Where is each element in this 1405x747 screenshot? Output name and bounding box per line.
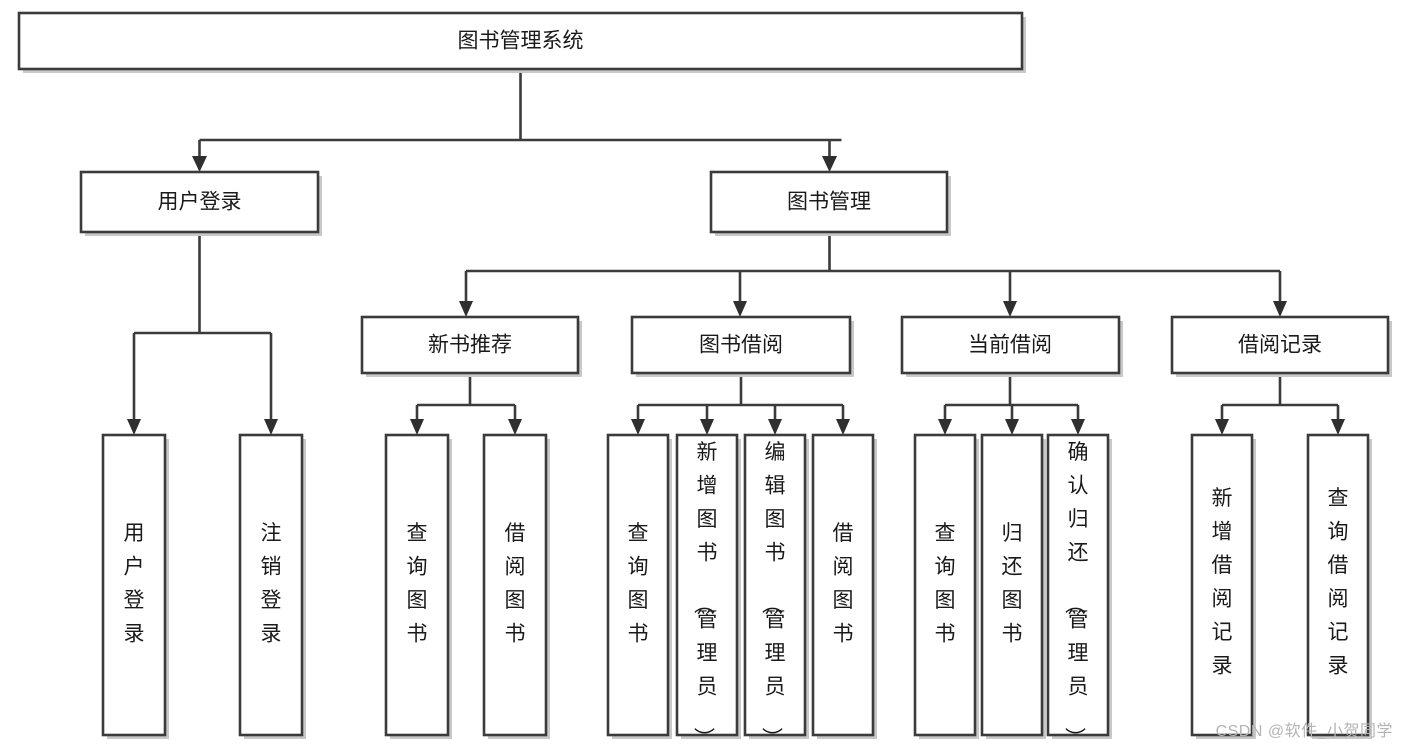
node-leaf-edit-book[interactable]: 编辑图书（管理员） [743, 433, 809, 747]
user-login-label: 用户登录 [158, 191, 242, 214]
leaf-add-book-label: 新增图书（管理员） [692, 441, 718, 747]
node-borrow-record[interactable]: 借阅记录 [1170, 315, 1392, 377]
node-leaf-user-logout[interactable]: 注销登录 [238, 433, 306, 739]
node-current-borrow[interactable]: 当前借阅 [900, 315, 1123, 377]
leaf-user-logout-label: 注销登录 [261, 522, 282, 646]
book-borrow-box [630, 315, 852, 375]
leaf-return-book-label: 归还图书 [1002, 522, 1023, 646]
root-box [17, 11, 1024, 71]
arrow-borrowrecord-to-leaf1 [1215, 419, 1229, 435]
node-leaf-add-book[interactable]: 新增图书（管理员） [675, 433, 741, 747]
leaf-confirm-return-label: 确认归还（管理员） [1063, 441, 1089, 747]
borrow-record-box [1170, 315, 1390, 375]
arrow-bookborrow-to-leaf3 [768, 419, 782, 435]
book-manage-label: 图书管理 [787, 191, 871, 214]
leaf-user-login-label: 用户登录 [124, 522, 145, 646]
current-borrow-box [900, 315, 1121, 375]
arrow-currentborrow-to-leaf3 [1071, 419, 1085, 435]
leaf-user-logout-box [238, 433, 304, 737]
arrow-userlogin-to-leaf1 [127, 419, 141, 435]
arrow-bookmanage-to-l3-2 [733, 301, 747, 317]
node-leaf-borrow-book-2[interactable]: 借阅图书 [811, 433, 877, 739]
user-login-box [79, 170, 320, 234]
leaf-add-book-box [675, 433, 739, 737]
leaf-borrow-book-1-box [482, 433, 548, 737]
leaf-add-record-label: 新增借阅记录 [1212, 487, 1233, 678]
arrow-root-to-book-manage [822, 156, 837, 172]
leaf-query-book-1-box [384, 433, 450, 737]
leaf-user-login-box [101, 433, 167, 737]
node-leaf-query-book-3[interactable]: 查询图书 [913, 433, 979, 739]
arrow-borrowrecord-to-leaf2 [1331, 419, 1345, 435]
leaf-borrow-book-2-label: 借阅图书 [833, 522, 854, 646]
arrow-newbook-to-leaf1 [410, 419, 424, 435]
arrow-userlogin-to-leaf2 [264, 419, 278, 435]
new-book-rec-label: 新书推荐 [428, 334, 512, 357]
node-root[interactable]: 图书管理系统 [17, 11, 1026, 73]
csdn-watermark: CSDN @软件_小贺同学 [1215, 723, 1393, 740]
arrow-bookmanage-to-l3-1 [459, 301, 473, 317]
leaf-add-record-box [1190, 433, 1254, 737]
new-book-rec-box [360, 315, 580, 375]
arrow-bookborrow-to-leaf4 [836, 419, 850, 435]
node-book-manage[interactable]: 图书管理 [709, 170, 951, 236]
node-leaf-borrow-book-1[interactable]: 借阅图书 [482, 433, 550, 739]
node-leaf-query-book-1[interactable]: 查询图书 [384, 433, 452, 739]
arrow-currentborrow-to-leaf1 [938, 419, 952, 435]
arrow-bookmanage-to-l3-3 [1003, 301, 1017, 317]
node-leaf-query-record[interactable]: 查询借阅记录 [1306, 433, 1372, 739]
book-manage-box [709, 170, 949, 234]
leaf-borrow-book-1-label: 借阅图书 [505, 522, 526, 646]
leaf-query-book-1-label: 查询图书 [407, 522, 428, 646]
leaf-edit-book-label: 编辑图书（管理员） [760, 441, 786, 747]
leaf-return-book-box [980, 433, 1044, 737]
book-borrow-label: 图书借阅 [699, 334, 783, 357]
leaf-query-record-box [1306, 433, 1370, 737]
leaf-node-layer: 用户登录 注销登录 查询图书 借阅图书 查询图书 新增图书（管理员） 编辑图书（管理员） 借阅… [101, 433, 1372, 747]
node-book-borrow[interactable]: 图书借阅 [630, 315, 854, 377]
leaf-query-book-3-box [913, 433, 977, 737]
arrow-bookmanage-to-l3-4 [1273, 301, 1287, 317]
arrow-bookborrow-to-leaf2 [700, 419, 714, 435]
arrow-currentborrow-to-leaf2 [1005, 419, 1019, 435]
leaf-query-record-label: 查询借阅记录 [1328, 487, 1349, 678]
borrow-record-label: 借阅记录 [1238, 334, 1322, 357]
node-user-login[interactable]: 用户登录 [79, 170, 322, 236]
arrow-newbook-to-leaf2 [508, 419, 522, 435]
arrow-root-to-user-login [192, 156, 207, 172]
node-new-book-rec[interactable]: 新书推荐 [360, 315, 582, 377]
node-leaf-confirm-return[interactable]: 确认归还（管理员） [1046, 433, 1112, 747]
leaf-query-book-2-label: 查询图书 [628, 522, 649, 646]
leaf-query-book-3-label: 查询图书 [935, 522, 956, 646]
leaf-edit-book-box [743, 433, 807, 737]
arrow-bookborrow-to-leaf1 [631, 419, 645, 435]
connector-layer [127, 69, 1345, 435]
node-leaf-user-login[interactable]: 用户登录 [101, 433, 169, 739]
node-leaf-return-book[interactable]: 归还图书 [980, 433, 1046, 739]
leaf-query-book-2-box [606, 433, 670, 737]
node-leaf-query-book-2[interactable]: 查询图书 [606, 433, 672, 739]
leaf-confirm-return-box [1046, 433, 1110, 737]
node-leaf-add-record[interactable]: 新增借阅记录 [1190, 433, 1256, 739]
leaf-borrow-book-2-box [811, 433, 875, 737]
root-label: 图书管理系统 [458, 30, 584, 53]
current-borrow-label: 当前借阅 [968, 334, 1052, 357]
